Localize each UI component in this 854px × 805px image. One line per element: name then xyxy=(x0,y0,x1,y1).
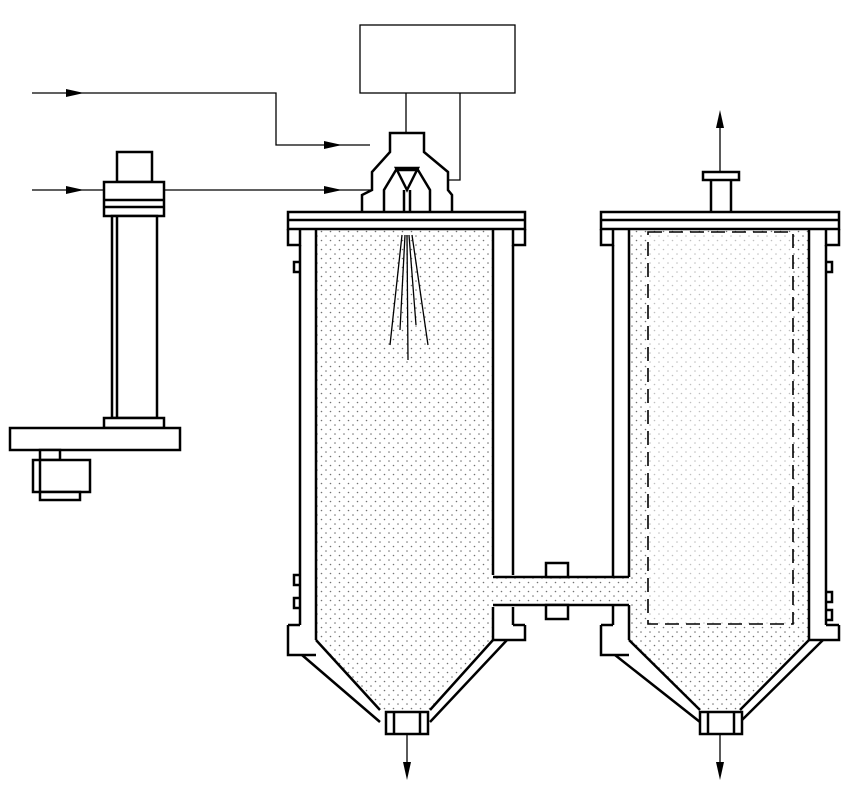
lower-feed-inlet-arrow xyxy=(32,186,372,194)
reactor-bottom-outlet-arrow xyxy=(403,734,411,780)
pump-motor xyxy=(31,448,92,502)
control-box xyxy=(359,24,516,94)
connecting-pipe-valve xyxy=(493,561,629,621)
separator-bottom-outlet-arrow xyxy=(716,734,724,780)
separator-vessel xyxy=(599,170,841,736)
separator-filter-basket xyxy=(647,231,794,625)
reactor-vessel xyxy=(286,210,527,736)
pump-column xyxy=(8,150,182,452)
upper-feed-inlet-arrow xyxy=(32,89,370,149)
control-lines xyxy=(405,93,461,181)
spray-cone xyxy=(389,234,429,361)
vent-outlet-arrow xyxy=(716,110,724,172)
